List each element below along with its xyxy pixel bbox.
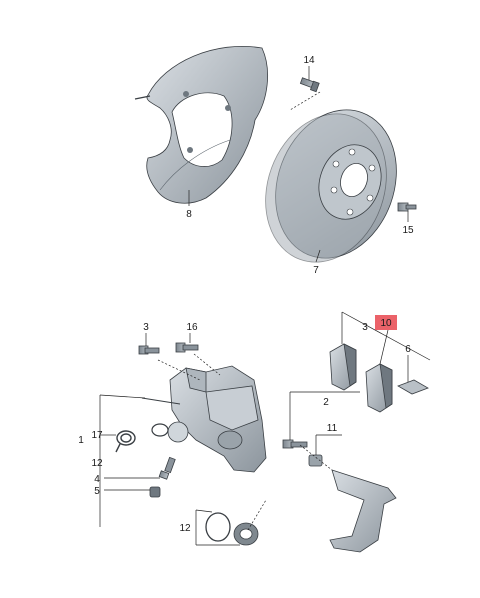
dust-shield bbox=[134, 46, 268, 204]
callout-11: 11 bbox=[327, 423, 338, 434]
screw-15 bbox=[397, 202, 417, 212]
anti-rattle-clip bbox=[397, 379, 429, 395]
callout-12-caliper: 12 bbox=[91, 458, 103, 469]
guide-bolt bbox=[282, 439, 308, 449]
callout-3: 3 bbox=[143, 322, 149, 333]
callout-7: 7 bbox=[313, 265, 319, 276]
dust-cap bbox=[149, 486, 161, 498]
callout-1: 1 bbox=[78, 435, 84, 446]
guide-sleeve bbox=[308, 454, 323, 467]
callout-4: 4 bbox=[94, 474, 100, 485]
callout-15: 15 bbox=[402, 225, 414, 236]
leader-lines bbox=[99, 66, 431, 546]
callout-16: 16 bbox=[186, 322, 198, 333]
callout-10: 10 bbox=[380, 318, 392, 329]
callout-17: 17 bbox=[91, 430, 103, 441]
seal-ring bbox=[151, 423, 169, 437]
callout-14: 14 bbox=[303, 55, 315, 66]
callout-6: 6 bbox=[405, 344, 411, 355]
brake-carrier bbox=[329, 469, 397, 553]
callout-8: 8 bbox=[186, 209, 192, 220]
brake-pad-outer bbox=[365, 363, 393, 413]
callout-3-pads: 3 bbox=[362, 322, 368, 333]
brake-caliper bbox=[141, 365, 267, 473]
bolt-3 bbox=[138, 345, 160, 355]
piston-boot bbox=[233, 522, 259, 546]
spring-17 bbox=[115, 430, 136, 453]
bolt-14 bbox=[299, 77, 320, 93]
bolt-16 bbox=[175, 342, 199, 353]
callout-12-seals: 12 bbox=[179, 523, 191, 534]
piston-seal bbox=[205, 512, 231, 542]
bleed-screw bbox=[158, 456, 176, 480]
brake-disc bbox=[265, 109, 397, 263]
callout-labels: 14 8 15 7 3 16 3 10 6 2 11 1 17 12 4 5 1… bbox=[78, 55, 414, 534]
callout-2: 2 bbox=[323, 397, 329, 408]
callout-5: 5 bbox=[94, 486, 100, 497]
brake-pad-inner bbox=[329, 343, 357, 391]
callout-10-highlight bbox=[375, 315, 397, 330]
